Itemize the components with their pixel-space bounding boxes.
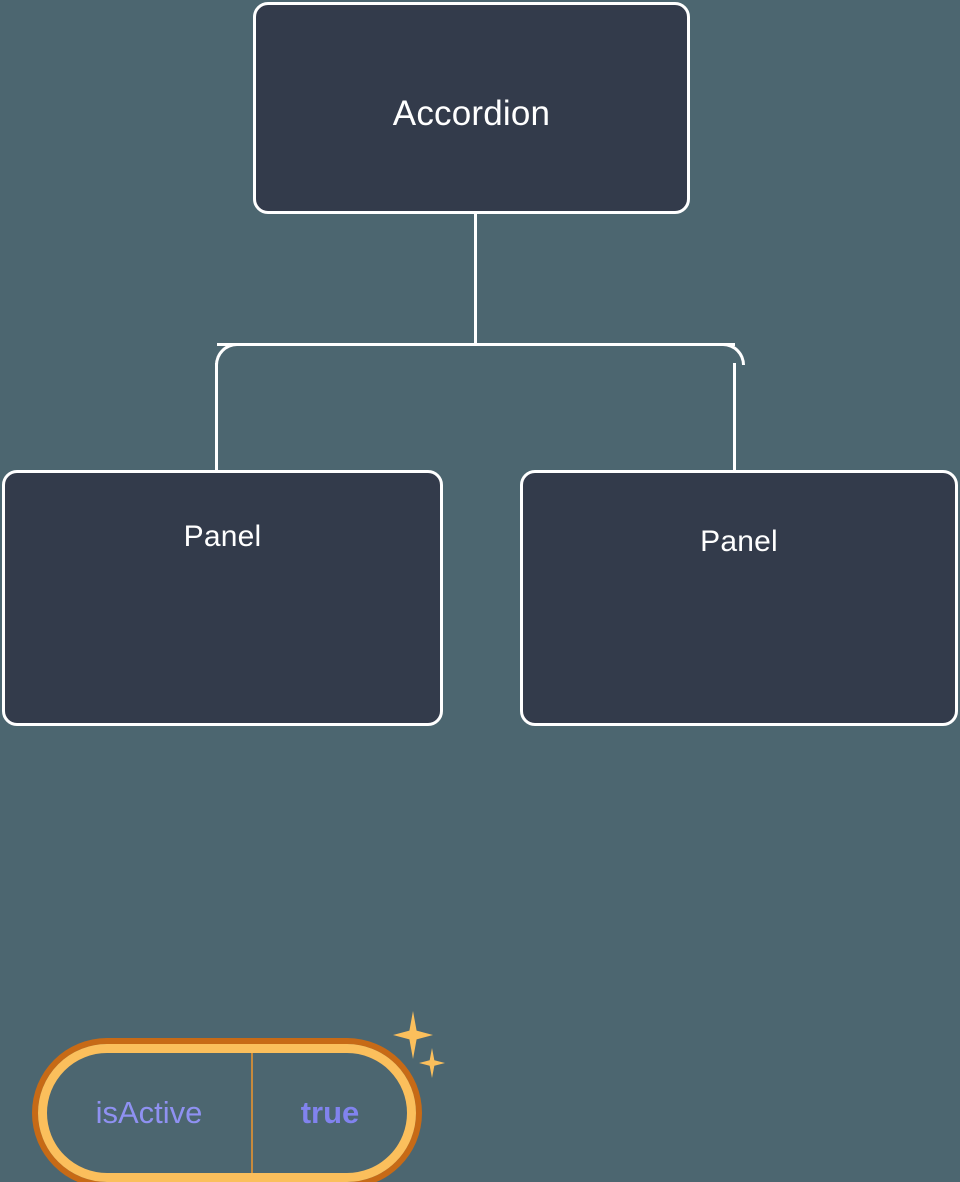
prop-pill-isactive-true[interactable]: isActive true bbox=[38, 1044, 416, 1182]
prop-value-label: true bbox=[300, 1095, 360, 1130]
connector-elbow-right bbox=[723, 343, 745, 365]
connector-elbow-left bbox=[215, 343, 237, 365]
sparkle-small-icon bbox=[419, 1048, 445, 1078]
node-panel-right-title: Panel bbox=[700, 525, 778, 558]
sparkle-large-icon bbox=[393, 1011, 433, 1059]
connector-root-trunk bbox=[474, 212, 477, 346]
connector-drop-right bbox=[733, 363, 736, 473]
node-panel-left-title: Panel bbox=[183, 520, 262, 553]
node-accordion[interactable]: Accordion bbox=[253, 2, 690, 214]
node-panel-right[interactable]: Panel isActive false bbox=[520, 470, 958, 726]
connector-drop-left bbox=[215, 363, 218, 473]
node-panel-left[interactable]: Panel isActive true bbox=[2, 470, 445, 1182]
connector-horizontal-bar bbox=[217, 343, 735, 346]
node-accordion-title: Accordion bbox=[392, 94, 551, 133]
prop-key-label: isActive bbox=[47, 1053, 253, 1173]
